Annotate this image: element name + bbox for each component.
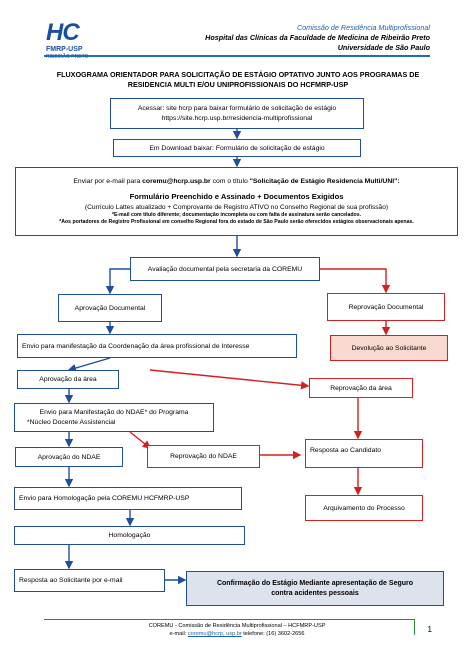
footer-email-link[interactable]: coremu@hcrp, usp.br (187, 631, 242, 637)
title-line-2: RESIDENCIA MULTI E/OU UNIPROFISSIONAIS D… (127, 80, 349, 89)
email-address: coremu@hcrp.usp.br (142, 178, 211, 185)
form-title: Formulário Preenchido e Assinado + Docum… (129, 192, 344, 201)
logo-text: FMRP-USP (46, 46, 83, 53)
aprovacao-ndae-text: Aprovação do NDAE (37, 453, 101, 461)
footer-email-label: e-mail: (169, 631, 188, 637)
resposta-solicitante: Resposta ao Solicitante por e-mail (14, 569, 165, 592)
aprovacao-ndae: Aprovação do NDAE (15, 447, 123, 467)
envio-homologacao: Envio para Homologação pela COREMU HCFMR… (14, 487, 242, 510)
arquivamento-processo: Arquivamento do Processo (305, 495, 423, 521)
envio-ndae: Envio para Manifestação do NDAE* do Prog… (14, 403, 214, 432)
note-2: *Aos portadores de Registro Profissional… (59, 219, 414, 225)
homologacao-text: Homologação (108, 532, 151, 539)
aprovacao-documental: Aprovação Documental (58, 294, 162, 322)
page-number: 1 (427, 625, 432, 634)
footer: COREMU - Comissão de Residência Multipro… (0, 622, 474, 638)
title-line-1: FLUXOGRAMA ORIENTADOR PARA SOLICITAÇÃO D… (56, 70, 420, 79)
acessar-url: https://site.hcrp.usp.br/residencia-mult… (161, 114, 313, 122)
envio-coordenacao-text: Envio para manifestação da Coordenação d… (22, 342, 250, 350)
arrow-envio-aprovarea (67, 357, 111, 373)
envio-homologacao-text: Envio para Homologação pela COREMU HCFMR… (19, 495, 190, 502)
header-divider (44, 55, 430, 57)
email-pre: Enviar por e-mail para (73, 178, 143, 185)
reprovacao-documental-text: Reprovação Documental (348, 303, 424, 311)
confirmacao-text: Confirmação do Estágio Mediante apresent… (216, 579, 414, 597)
reprovacao-ndae: Reprovação do NDAE (147, 445, 260, 468)
aprovacao-area: Aprovação da área (17, 370, 119, 389)
email-instruction: Enviar por e-mail para coremu@hcrp.usp.b… (73, 177, 399, 187)
header-hospital: Hospital das Clínicas da Faculdade de Me… (205, 33, 430, 42)
arrow-envio-reprovarea (149, 369, 310, 390)
envio-ndae-text: Envio para Manifestação do NDAE* do Prog… (39, 408, 189, 416)
footer-contact: e-mail: coremu@hcrp, usp.br telefone: (1… (0, 630, 474, 638)
reprovacao-documental: Reprovação Documental (327, 293, 445, 321)
avaliacao-step: Avaliação documental pela secretaria da … (130, 257, 320, 281)
header-university: Universidade de São Paulo (337, 43, 430, 52)
arquivamento-text: Arquivamento do Processo (323, 504, 405, 512)
reprovacao-area: Reprovação da área (309, 378, 413, 398)
footer-vertical-divider (414, 619, 415, 635)
download-step: Em Download baixar: Formulário de solici… (113, 139, 361, 157)
devolucao-text: Devolução ao Solicitante (351, 344, 427, 352)
page-title: FLUXOGRAMA ORIENTADOR PARA SOLICITAÇÃO D… (30, 70, 446, 90)
acessar-text: Acessar: site hcrp para baixar formulári… (137, 104, 337, 112)
avaliacao-text: Avaliação documental pela secretaria da … (147, 265, 303, 273)
footer-divider (44, 619, 414, 620)
logo-mark: HC (46, 19, 80, 46)
resposta-candidato-text: Resposta ao Candidato (310, 447, 382, 454)
resposta-solicitante-text: Resposta ao Solicitante por e-mail (19, 577, 123, 584)
header-commission: Comissão de Residência Multiprofissional (296, 23, 430, 32)
email-mid: com o título (210, 178, 250, 185)
reprovacao-area-text: Reprovação da área (330, 384, 392, 392)
aprovacao-documental-text: Aprovação Documental (74, 304, 146, 312)
acessar-step: Acessar: site hcrp para baixar formulári… (110, 98, 364, 129)
form-docs: (Currículo Lattes atualizado + Comprovan… (84, 204, 389, 211)
note-1: *E-mail com título diferente; documentaç… (111, 212, 362, 218)
email-subject: "Solicitação de Estágio Residencia Multi… (249, 178, 400, 185)
download-text: Em Download baixar: Formulário de solici… (149, 144, 325, 152)
confirmacao-estagio: Confirmação do Estágio Mediante apresent… (186, 571, 444, 606)
homologacao: Homologação (14, 526, 245, 545)
footer-line-1: COREMU - Comissão de Residência Multipro… (148, 623, 326, 629)
email-step: Enviar por e-mail para coremu@hcrp.usp.b… (15, 167, 458, 236)
devolucao-solicitante: Devolução ao Solicitante (330, 335, 448, 361)
reprovacao-ndae-text: Reprovação do NDAE (170, 453, 237, 460)
aprovacao-area-text: Aprovação da área (39, 376, 97, 383)
ndae-definition: *Núcleo Docente Assistencial (27, 418, 116, 426)
envio-coordenacao: Envio para manifestação da Coordenação d… (17, 334, 297, 358)
hc-logo: HC FMRP-USP RIBEIRÃO PRETO (46, 20, 94, 62)
logo-sub: RIBEIRÃO PRETO (46, 54, 89, 60)
resposta-candidato: Resposta ao Candidato (305, 439, 423, 468)
footer-phone: telefone: (16) 3602-2656 (241, 631, 305, 637)
